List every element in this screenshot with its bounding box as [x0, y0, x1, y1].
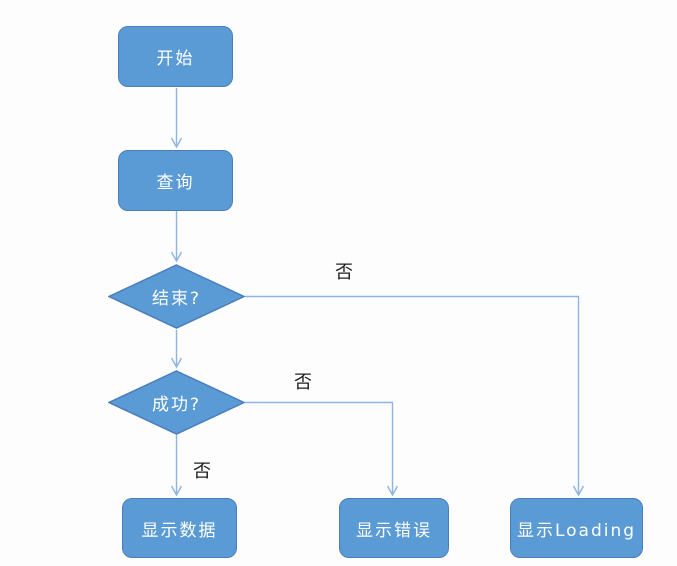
node-show-data-label: 显示数据 — [141, 520, 218, 541]
node-show-data: 显示数据 — [122, 498, 237, 558]
diamond-shape — [108, 370, 245, 435]
node-show-loading-label: 显示Loading — [516, 520, 637, 541]
node-start-label: 开始 — [156, 49, 195, 69]
node-show-loading: 显示Loading — [510, 498, 643, 558]
diamond-shape — [108, 264, 245, 329]
edge-label-finished-no: 否 — [335, 262, 353, 283]
edge-success-showerror — [245, 401, 399, 497]
node-is-success: 成功? — [108, 370, 245, 435]
node-show-error-label: 显示错误 — [356, 520, 432, 541]
node-query: 查询 — [118, 150, 233, 211]
node-query-label: 查询 — [156, 173, 195, 193]
node-start: 开始 — [118, 26, 233, 87]
node-is-success-label: 成功? — [151, 395, 202, 415]
node-is-finished: 结束? — [108, 264, 245, 329]
edge-label-success-down-no: 否 — [193, 461, 211, 482]
edge-label-success-no: 否 — [294, 372, 312, 393]
node-show-error: 显示错误 — [339, 498, 449, 558]
edge-finished-showloading — [245, 295, 585, 497]
node-is-finished-label: 结束? — [151, 289, 202, 309]
